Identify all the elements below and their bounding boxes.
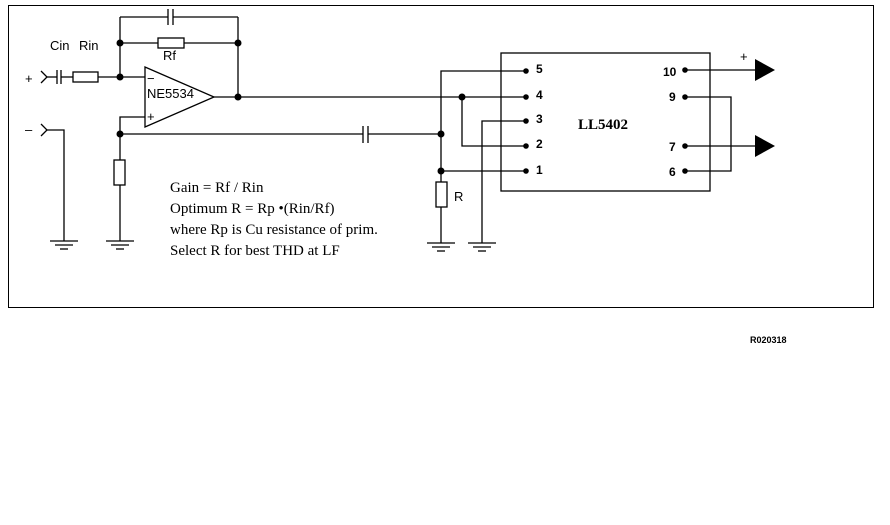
notes-block: Gain = Rf / Rin Optimum R = Rp •(Rin/Rf)… bbox=[170, 180, 378, 259]
chip-label: LL5402 bbox=[578, 117, 628, 133]
r-label: R bbox=[454, 189, 463, 204]
input-plus-connector bbox=[40, 70, 57, 84]
input-minus-connector bbox=[40, 123, 65, 241]
bias-resistor bbox=[113, 159, 126, 186]
chip-ll5402 bbox=[500, 52, 711, 192]
note-line: Gain = Rf / Rin bbox=[170, 180, 264, 196]
feedback-resistor-rf bbox=[120, 37, 238, 49]
pin-6-label: 6 bbox=[669, 165, 676, 179]
ground-symbol bbox=[50, 240, 78, 250]
opamp-ne5534 bbox=[144, 66, 216, 128]
note-line: Optimum R = Rp •(Rin/Rf) bbox=[170, 201, 335, 217]
pin-10-label: 10 bbox=[663, 65, 677, 79]
opamp-plus-label: + bbox=[147, 109, 155, 124]
feedback-capacitor bbox=[120, 9, 238, 25]
note-line: where Rp is Cu resistance of prim. bbox=[170, 222, 378, 238]
pin-5-label: 5 bbox=[536, 62, 543, 76]
ground-symbol bbox=[106, 240, 134, 250]
resistor-r bbox=[435, 181, 448, 208]
diagram-frame bbox=[8, 5, 874, 308]
pin-9-label: 9 bbox=[669, 90, 676, 104]
input-capacitor-cin bbox=[56, 70, 62, 84]
opamp-minus-label: − bbox=[147, 71, 155, 86]
ground-symbol bbox=[468, 242, 496, 252]
pin-4-label: 4 bbox=[536, 88, 543, 102]
pin-2-label: 2 bbox=[536, 137, 543, 151]
output-plus-label: + bbox=[740, 49, 748, 64]
reference-code: R020318 bbox=[750, 335, 787, 345]
pin-7-label: 7 bbox=[669, 140, 676, 154]
note-line: Select R for best THD at LF bbox=[170, 243, 340, 259]
pin-1-label: 1 bbox=[536, 163, 543, 177]
rin-label: Rin bbox=[79, 38, 99, 53]
pin-3-label: 3 bbox=[536, 112, 543, 126]
rf-label: Rf bbox=[163, 48, 176, 63]
input-resistor-rin bbox=[72, 71, 99, 83]
coupling-capacitor bbox=[362, 126, 369, 143]
output-arrow bbox=[755, 135, 775, 157]
input-minus-label: – bbox=[25, 122, 33, 137]
ground-symbol bbox=[427, 242, 455, 252]
cin-label: Cin bbox=[50, 38, 70, 53]
output-plus-arrow bbox=[755, 59, 775, 81]
opamp-label: NE5534 bbox=[147, 86, 194, 101]
input-plus-label: + bbox=[25, 71, 33, 86]
